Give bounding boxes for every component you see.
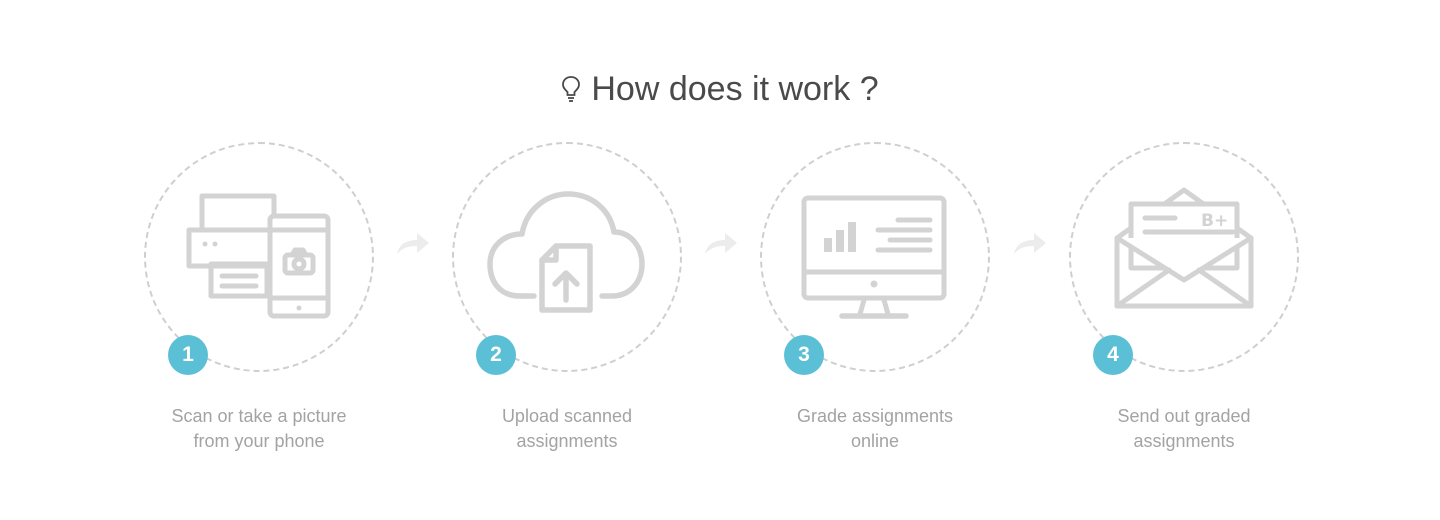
step-caption: Scan or take a picture from your phone: [171, 406, 347, 451]
step-number-badge: 3: [784, 335, 824, 375]
step-circle: [452, 142, 682, 372]
arrow-right-icon: [1014, 233, 1046, 254]
lightbulb-icon: [562, 76, 581, 102]
arrow-right-icon: [397, 233, 429, 254]
grade-mark: B+: [1201, 211, 1228, 231]
step-caption: Upload scanned assignments: [501, 406, 633, 451]
step-circle: [760, 142, 990, 372]
step-grade: 3 Grade assignments online: [760, 142, 990, 472]
graded-envelope-icon: B+: [1114, 187, 1254, 309]
page-title-text: How does it work ?: [591, 70, 879, 108]
step-circle: [1069, 142, 1299, 372]
scanner-phone-icon: [186, 193, 331, 319]
step-upload: 2 Upload scanned assignments: [452, 142, 682, 472]
arrow-right-icon: [705, 233, 737, 254]
step-caption: Grade assignments online: [796, 406, 954, 451]
step-number-badge: 4: [1093, 335, 1133, 375]
step-circle: [144, 142, 374, 372]
step-number-badge: 2: [476, 335, 516, 375]
page-title: How does it work ?: [0, 66, 1440, 112]
step-send: B+ 4 Send out graded assignments: [1069, 142, 1299, 472]
monitor-chart-icon: [801, 195, 947, 319]
cloud-upload-icon: [487, 191, 645, 313]
step-scan: 1 Scan or take a picture from your phone: [144, 142, 374, 472]
step-number-badge: 1: [168, 335, 208, 375]
step-caption: Send out graded assignments: [1117, 406, 1251, 451]
